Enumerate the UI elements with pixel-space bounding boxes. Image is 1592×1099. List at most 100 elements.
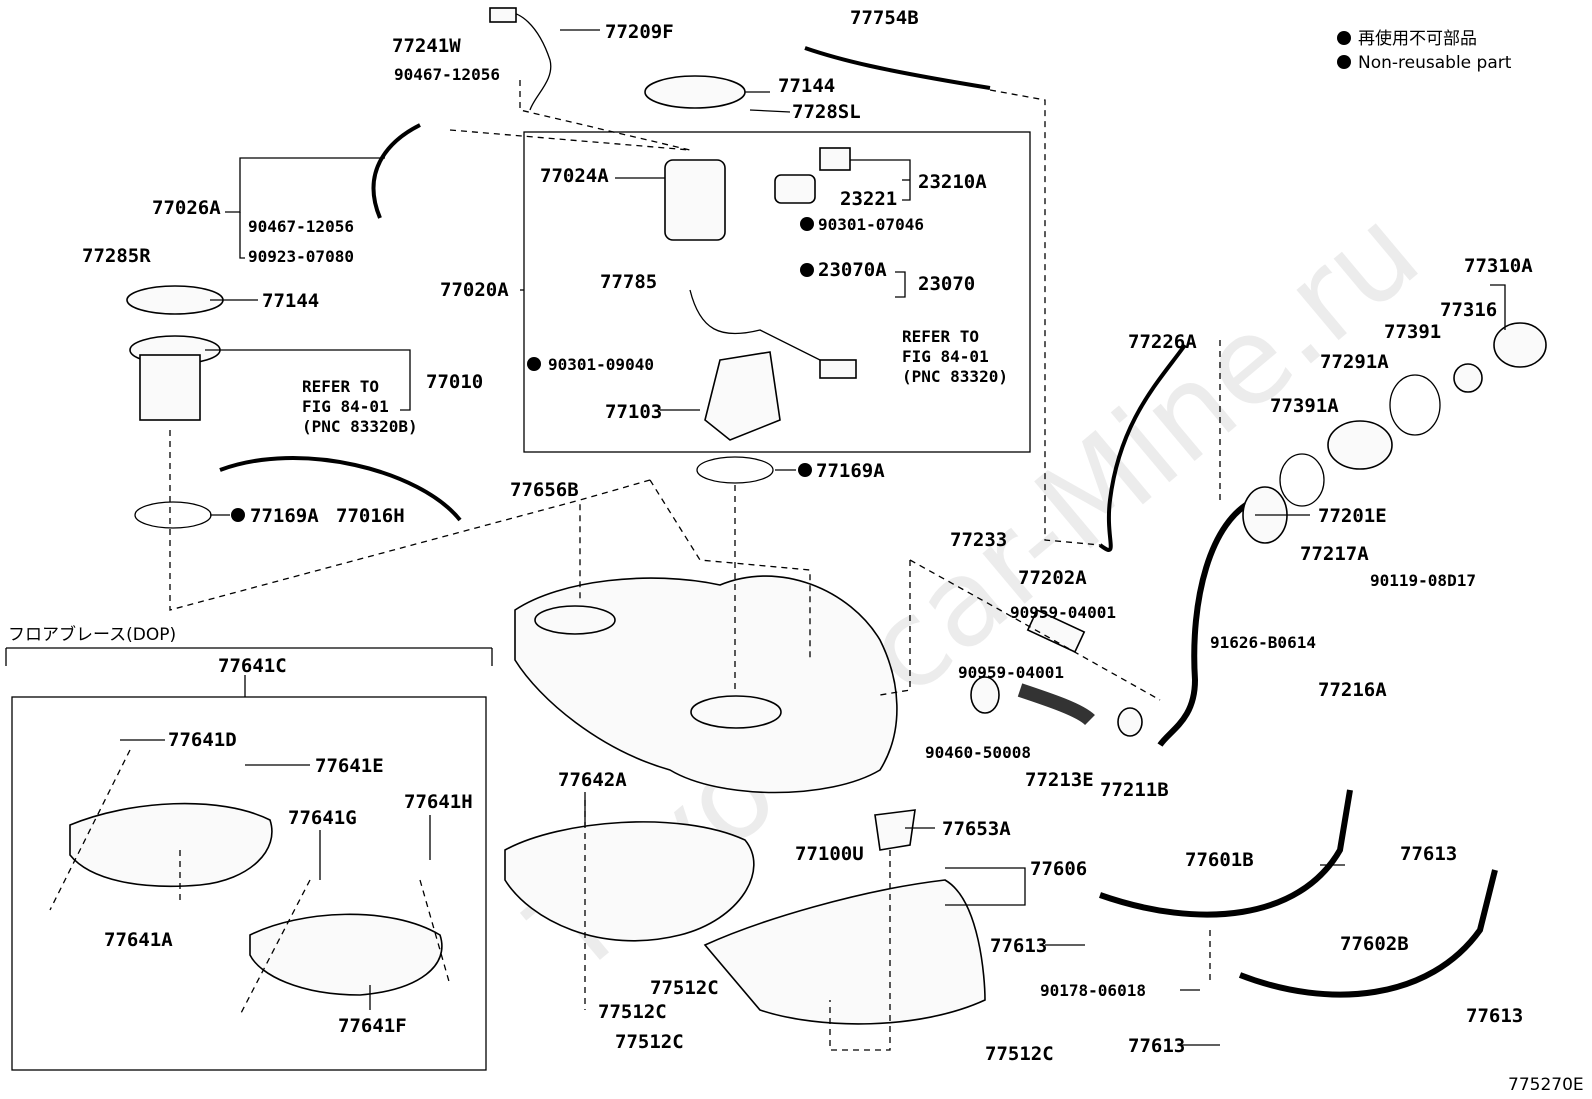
leader-77026a-b: [239, 212, 245, 259]
pump-assembly-frame: [523, 131, 1031, 453]
fuel-pump-23221: [774, 174, 816, 204]
ref-line-3: [989, 89, 1101, 546]
label-90301-07046: 90301-07046: [818, 215, 924, 234]
label-77641g: 77641G: [288, 807, 357, 829]
ring-77391a: [1279, 453, 1325, 507]
label-77226a: 77226A: [1128, 331, 1197, 353]
label-77144-top: 77144: [778, 75, 835, 97]
refer-note-2-line1: REFER TO: [902, 327, 979, 346]
label-77202a: 77202A: [1018, 567, 1087, 589]
label-77512c-b: 77512C: [598, 1001, 667, 1023]
label-7728sl: 7728SL: [792, 101, 861, 123]
label-77213e: 77213E: [1025, 769, 1094, 791]
non-reusable-bullet-icon: [527, 357, 541, 371]
leader-7728sl: [749, 109, 791, 113]
legend-en: Non-reusable part: [1358, 53, 1512, 73]
label-77391a: 77391A: [1270, 395, 1339, 417]
ref-line-4: [169, 430, 581, 611]
non-reusable-bullet-icon: [1337, 55, 1351, 69]
label-77209f: 77209F: [605, 21, 674, 43]
label-77169a-left: 77169A: [250, 505, 319, 527]
ring-77391: [1389, 374, 1441, 436]
label-77512c-d: 77512C: [985, 1043, 1054, 1065]
clamp-90460: [970, 676, 1000, 714]
pump-body-77010: [139, 354, 201, 421]
sender-wire: [689, 289, 841, 371]
label-77613-a: 77613: [1400, 843, 1457, 865]
fuel-cap-77310a: [1493, 322, 1547, 368]
hose-77754b: [804, 46, 991, 90]
label-77512c-c: 77512C: [615, 1031, 684, 1053]
label-77241w: 77241W: [392, 35, 461, 57]
housing-77291a: [1327, 420, 1393, 470]
sender-float: [819, 359, 857, 379]
clamp-77211b: [1117, 707, 1143, 737]
tank-opening-left: [534, 605, 616, 635]
label-77641d: 77641D: [168, 729, 237, 751]
label-77785: 77785: [600, 271, 657, 293]
floor-brace-frame: [11, 696, 487, 1071]
insulator-77653a: [874, 809, 916, 851]
breather-77226a: [1098, 343, 1187, 552]
brace-77641a: [69, 802, 273, 888]
label-77100u: 77100U: [795, 843, 864, 865]
label-77656b: 77656B: [510, 479, 579, 501]
label-77641a: 77641A: [104, 929, 173, 951]
leader-77010: [205, 349, 411, 411]
label-77754b: 77754B: [850, 7, 919, 29]
refer-note-2-line2: FIG 84-01: [902, 347, 989, 366]
label-77602b: 77602B: [1340, 933, 1409, 955]
legend-jp: 再使用不可部品: [1358, 28, 1477, 49]
label-90959-b: 90959-04001: [958, 663, 1064, 682]
ring-77144-left: [126, 285, 224, 315]
label-77613-b: 77613: [990, 935, 1047, 957]
label-90959-a: 90959-04001: [1010, 603, 1116, 622]
wire-77209f: [494, 11, 552, 111]
label-23070a: 23070A: [818, 259, 887, 281]
label-77606: 77606: [1030, 858, 1087, 880]
ref-line-14: [49, 749, 131, 911]
label-23070: 23070: [918, 273, 975, 295]
label-77291a: 77291A: [1320, 351, 1389, 373]
label-77216a: 77216A: [1318, 679, 1387, 701]
label-77642a: 77642A: [558, 769, 627, 791]
label-77169a-right: 77169A: [816, 460, 885, 482]
hose-77213e: [1017, 683, 1095, 726]
label-90460: 90460-50008: [925, 743, 1031, 762]
non-reusable-bullet-icon: [800, 217, 814, 231]
ref-line-10: [909, 559, 1161, 701]
label-77512c-a: 77512C: [650, 977, 719, 999]
label-77020a: 77020A: [440, 279, 509, 301]
label-91626: 91626-B0614: [1210, 633, 1316, 652]
label-77641f: 77641F: [338, 1015, 407, 1037]
ref-line-5: [579, 479, 651, 600]
protector-77642a: [504, 821, 755, 942]
hose-77202a: [1026, 608, 1086, 654]
floor-brace-title: フロアブレース(DOP): [8, 624, 176, 645]
label-23221: 23221: [840, 188, 897, 210]
strap-77602b: [1238, 869, 1498, 998]
non-reusable-bullet-icon: [1337, 31, 1351, 45]
label-23210a: 23210A: [918, 171, 987, 193]
label-77285r: 77285R: [82, 245, 151, 267]
leader-23070: [895, 271, 906, 298]
label-77653a: 77653A: [942, 818, 1011, 840]
label-77641c: 77641C: [218, 655, 287, 677]
label-77201e: 77201E: [1318, 505, 1387, 527]
refer-note-2-line3: (PNC 83320): [902, 367, 1008, 386]
gasket-77316: [1453, 363, 1483, 393]
pump-bracket-23210a: [819, 147, 851, 171]
brace-77641f: [249, 913, 443, 996]
label-77024a: 77024A: [540, 165, 609, 187]
label-77641h: 77641H: [404, 791, 473, 813]
pump-housing-77024a: [664, 159, 726, 241]
diagram-id: 775270E: [1508, 1075, 1584, 1095]
label-77310a: 77310A: [1464, 255, 1533, 277]
non-reusable-bullet-icon: [800, 263, 814, 277]
label-90178: 90178-06018: [1040, 981, 1146, 1000]
tank-opening-right: [690, 695, 782, 729]
sub-tank-77103: [704, 351, 781, 441]
o-ring-77169a-left: [134, 501, 212, 529]
label-77103: 77103: [605, 401, 662, 423]
